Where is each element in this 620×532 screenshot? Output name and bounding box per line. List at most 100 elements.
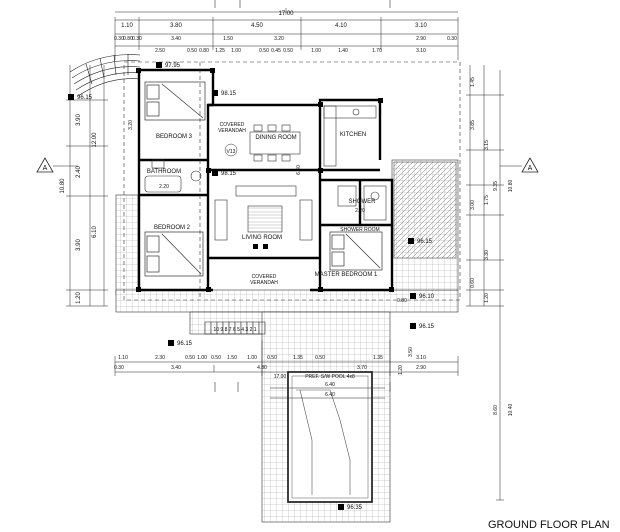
- dim-label: 2.90: [416, 36, 426, 42]
- top-dimensions: [114, 8, 459, 60]
- level-marker: 96.10: [410, 293, 435, 300]
- kitchen-counter: [323, 105, 377, 167]
- level-marker: 98.15: [212, 170, 237, 177]
- level-markers: 97.95 96.15 98.15 98.15 96.15 96.10 96.1…: [68, 62, 435, 511]
- grid-markers-lower: [214, 382, 391, 392]
- dim-label: 0.50: [283, 48, 293, 54]
- level-marker: 97.95: [156, 62, 181, 69]
- level-text: 98.15: [221, 171, 237, 177]
- level-text: 96.15: [419, 324, 435, 330]
- dim-label: 1.00: [197, 355, 207, 361]
- dim-label: 2.20: [159, 184, 169, 190]
- level-text: 96.15: [177, 341, 193, 347]
- room-label-bedroom2: BEDROOM 2: [154, 225, 191, 231]
- window-tag-circle: [224, 143, 238, 157]
- dim-label: 10.40: [508, 404, 514, 417]
- dim-label: 3.80: [170, 23, 182, 29]
- dim-label: 3.20: [274, 36, 284, 42]
- dim-label: 1.25: [215, 48, 225, 54]
- dim-label: 0.60: [470, 278, 476, 288]
- level-marker: 96.15: [168, 340, 193, 347]
- section-marker-right: A: [500, 157, 539, 173]
- dim-label: 0.30: [132, 36, 142, 42]
- dim-label: 1.75: [484, 195, 490, 205]
- drawing-title: GROUND FLOOR PLAN: [488, 519, 610, 531]
- dim-label: 4.50: [251, 23, 263, 29]
- dim-label: 3.20: [128, 120, 134, 130]
- swimming-pool: [270, 371, 385, 503]
- room-label-dining: DINING ROOM: [255, 135, 296, 141]
- dim-label: 12.00: [92, 132, 98, 148]
- dim-label: 2.90: [416, 365, 426, 371]
- dim-label: 0.50: [187, 48, 197, 54]
- dim-label: 3.10: [416, 355, 426, 361]
- dim-label: 2.30: [155, 355, 165, 361]
- dim-label: 0.30: [114, 365, 124, 371]
- dim-label: 9.35: [493, 181, 499, 191]
- dim-label: 2.50: [155, 48, 165, 54]
- dim-label: 6.80: [296, 165, 302, 175]
- dim-label: 1.40: [338, 48, 348, 54]
- dim-label: 6.40: [325, 382, 335, 388]
- stairs: [204, 321, 266, 335]
- dim-label: 10.80: [508, 180, 514, 193]
- right-dimensions: [466, 65, 504, 501]
- dim-label: 6.10: [92, 226, 98, 238]
- dim-label: 1.20: [484, 293, 490, 303]
- dim-label: 1.20: [398, 365, 404, 375]
- dim-label: 3.70: [357, 365, 367, 371]
- dim-label: 0.50: [211, 355, 221, 361]
- bed-bedroom2: [144, 231, 204, 277]
- dim-label: 1.35: [293, 355, 303, 361]
- level-text: 96.15: [417, 239, 433, 245]
- dim-label: 3.10: [416, 48, 426, 54]
- dim-label: 1.10: [121, 23, 133, 29]
- dim-label: 3.85: [470, 120, 476, 130]
- dim-label: 4.80: [257, 365, 267, 371]
- level-marker: 96.15: [410, 323, 435, 330]
- dim-label: 1.35: [373, 355, 383, 361]
- room-label-kitchen: KITCHEN: [340, 132, 366, 138]
- dim-label: 3.40: [171, 36, 181, 42]
- dim-label: 3.90: [76, 239, 82, 251]
- dim-label: 3.15: [484, 140, 490, 150]
- dim-label: 0.80: [123, 36, 133, 42]
- dim-label: 3.50: [408, 347, 414, 357]
- dim-label: 3.00: [470, 200, 476, 210]
- dim-label: 4.10: [335, 23, 347, 29]
- section-letter: A: [528, 165, 533, 172]
- dim-label: 0.50: [259, 48, 269, 54]
- dim-label: 1.20: [76, 292, 82, 304]
- pool-label: PREF. S/W POOL 4x8: [305, 374, 355, 380]
- dim-label: 1.10: [118, 355, 128, 361]
- dim-label: 3.90: [76, 114, 82, 126]
- dim-label: 0.50: [315, 355, 325, 361]
- dim-label: 0.80: [199, 48, 209, 54]
- title-block: GROUND FLOOR PLAN: [488, 519, 610, 531]
- dim-label: 10.80: [60, 178, 66, 194]
- columns: [136, 68, 394, 292]
- level-text: 96.35: [347, 505, 363, 511]
- dim-label: 1.50: [227, 355, 237, 361]
- dim-label: 0.30: [447, 36, 457, 42]
- dim-label: 1.45: [470, 77, 476, 87]
- dim-label: 1.00: [311, 48, 321, 54]
- room-label-shower-room: SHOWER ROOM: [340, 227, 379, 233]
- dim-bottom-total: 17.00: [274, 374, 287, 380]
- room-labels: BEDROOM 3 BATHROOM BEDROOM 2 DINING ROOM…: [147, 122, 380, 286]
- level-marker: 96.35: [338, 504, 363, 511]
- dim-label: 0.50: [185, 355, 195, 361]
- bed-master: [329, 231, 383, 271]
- dim-label: 2.40: [76, 166, 82, 178]
- dim-label: 3.30: [484, 250, 490, 260]
- level-text: 96.15: [77, 95, 93, 101]
- shower-fixtures: [337, 185, 387, 221]
- bottom-dimensions: [114, 340, 459, 376]
- right-veranda: [393, 161, 457, 259]
- dim-top-row3: 2.50 0.50 0.80 1.25 1.00 0.50 0.45 0.50 …: [155, 48, 426, 54]
- room-label-master: MASTER BEDROOM 1: [315, 272, 378, 278]
- dim-label: 1.00: [247, 355, 257, 361]
